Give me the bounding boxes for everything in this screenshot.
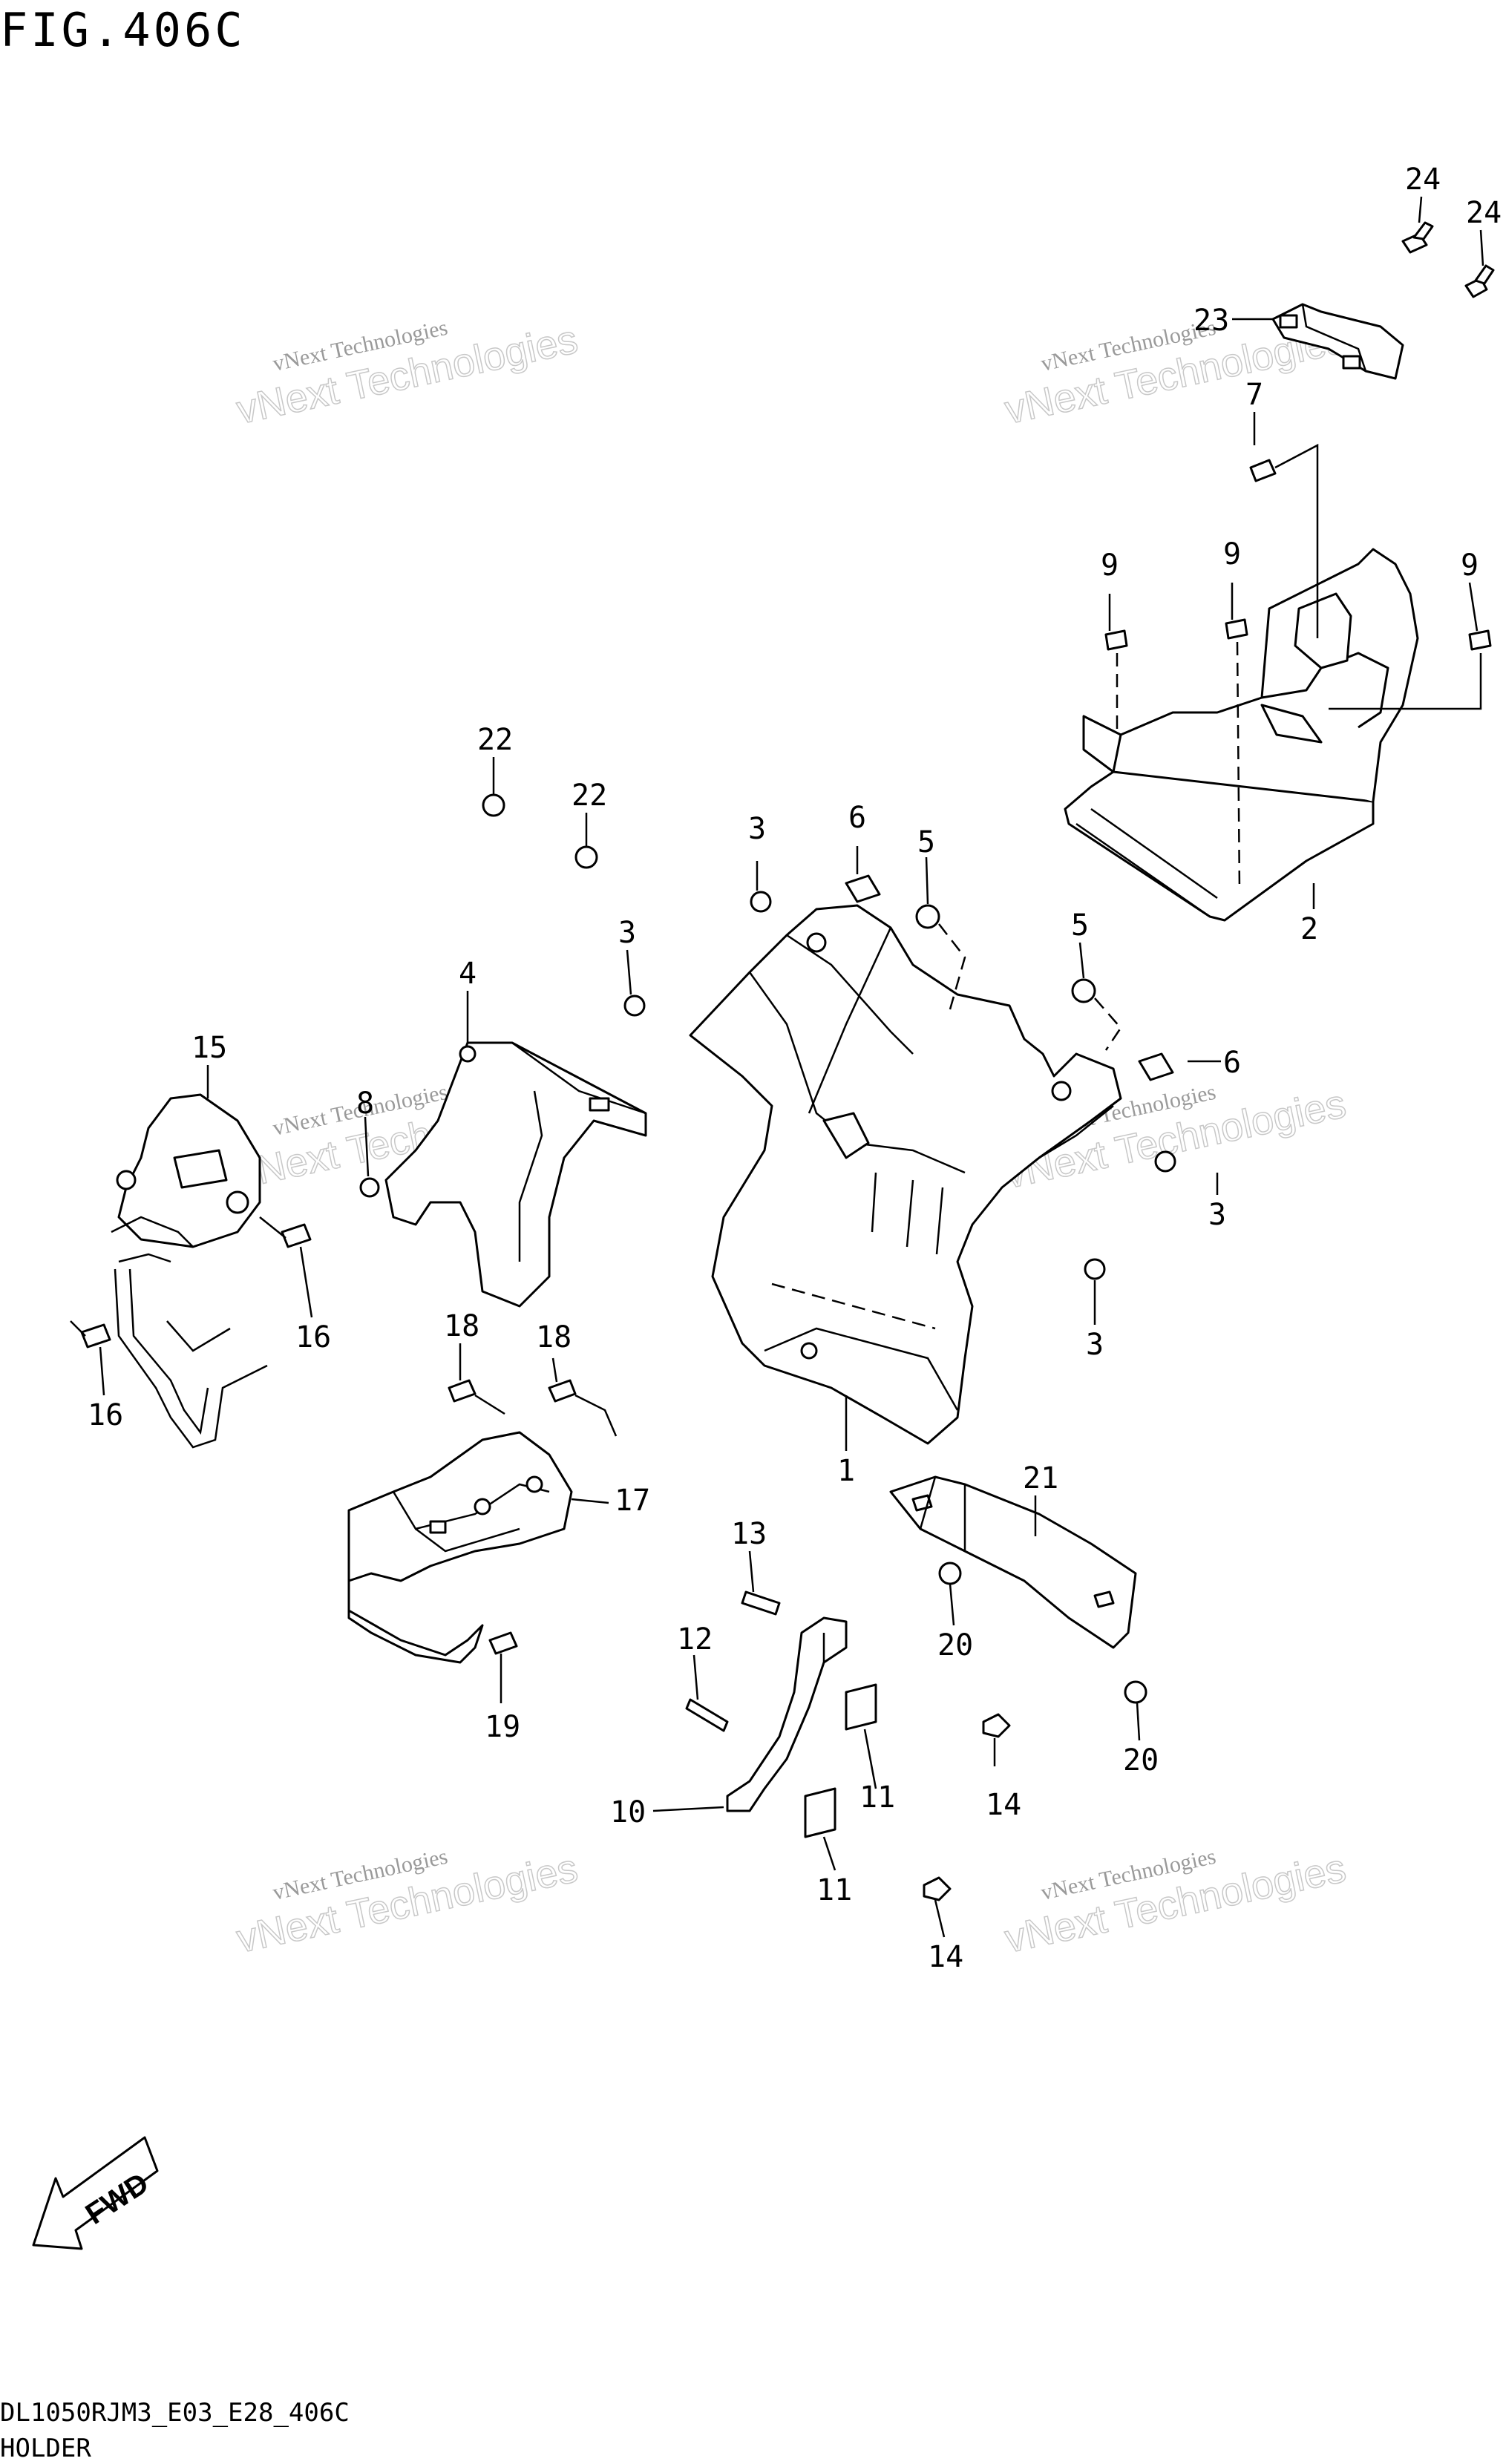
stud-12: [685, 1698, 729, 1732]
callout-12: 12: [677, 1622, 713, 1657]
bolt-24b: [1464, 264, 1495, 298]
callout-24: 24: [1466, 196, 1502, 230]
callout-17: 17: [615, 1484, 650, 1518]
bolt-16a: [259, 1216, 312, 1248]
nut-20a: [938, 1562, 962, 1585]
part-1-holder: [689, 904, 1122, 1445]
bolt-9b: [1225, 618, 1248, 891]
callout-3: 3: [618, 916, 636, 950]
callout-1: 1: [837, 1454, 855, 1488]
callout-11: 11: [816, 1873, 852, 1907]
callout-13: 13: [731, 1517, 767, 1551]
nut-22a: [482, 793, 505, 817]
callout-21: 21: [1023, 1461, 1058, 1495]
callout-5: 5: [917, 825, 935, 859]
bolt-3a: [750, 891, 772, 913]
callout-9: 9: [1461, 548, 1479, 583]
callout-22: 22: [477, 723, 513, 757]
bolt-19: [488, 1631, 518, 1655]
callout-24: 24: [1405, 163, 1441, 197]
nut-20b: [1124, 1680, 1147, 1704]
part-15-sensor-bracket: [111, 1093, 268, 1449]
callout-20: 20: [1123, 1743, 1159, 1777]
callout-4: 4: [459, 957, 477, 991]
callout-10: 10: [610, 1795, 646, 1829]
callout-6: 6: [848, 801, 866, 835]
nut-6a: [845, 874, 881, 903]
rivet-5b: [1071, 978, 1122, 1051]
bolt-3d: [1084, 1258, 1106, 1280]
bolt-3c: [1154, 1150, 1176, 1173]
callout-8: 8: [356, 1087, 374, 1121]
callout-18: 18: [536, 1320, 572, 1354]
bolt-9c: [1329, 629, 1492, 710]
part-17-bracket: [347, 1431, 573, 1664]
nut-6b: [1138, 1052, 1174, 1081]
part-21-plate: [889, 1475, 1137, 1649]
part-2-holder: [1064, 548, 1419, 922]
nut-14b: [923, 1876, 952, 1901]
section-name: HOLDER: [0, 2434, 91, 2463]
callout-22: 22: [572, 779, 607, 813]
callout-14: 14: [986, 1788, 1021, 1822]
callout-23: 23: [1193, 304, 1229, 338]
part-10-clamp: [726, 1616, 877, 1838]
callout-11: 11: [859, 1780, 895, 1815]
callout-3: 3: [1208, 1198, 1226, 1232]
rivet-5a: [915, 904, 966, 1010]
bolt-8: [359, 1177, 380, 1198]
callout-18: 18: [444, 1309, 479, 1343]
callout-16: 16: [88, 1398, 123, 1432]
nut-14a: [982, 1713, 1011, 1738]
bolt-16b: [70, 1320, 111, 1349]
callout-7: 7: [1245, 378, 1263, 412]
callout-16: 16: [295, 1320, 331, 1354]
callout-labels: 2 1 3 3 3 3 4 5 5 6 6 7 8 9 9 9 10 11 11…: [88, 163, 1502, 1974]
callout-3: 3: [748, 812, 766, 846]
bolt-18b: [548, 1379, 618, 1437]
bolt-9a: [1104, 629, 1128, 735]
bolt-3b: [623, 995, 646, 1017]
callout-3: 3: [1086, 1328, 1104, 1362]
callout-20: 20: [937, 1628, 973, 1662]
bolt-7: [1249, 443, 1319, 638]
model-code: DL1050RJM3_E03_E28_406C: [0, 2398, 350, 2428]
callout-9: 9: [1223, 537, 1241, 571]
bolt-18a: [448, 1379, 505, 1415]
leader-lines: [99, 196, 1484, 1938]
callout-9: 9: [1101, 548, 1119, 583]
callout-2: 2: [1300, 912, 1318, 946]
nut-22b: [574, 845, 598, 869]
callout-19: 19: [485, 1710, 520, 1744]
callout-14: 14: [928, 1940, 963, 1974]
bolt-24a: [1401, 221, 1434, 254]
fwd-arrow-icon: FWD: [32, 2136, 159, 2250]
callout-5: 5: [1071, 908, 1089, 943]
stud-13: [741, 1590, 781, 1616]
part-4-bracket: [384, 1041, 647, 1308]
part-23-bracket: [1271, 303, 1404, 380]
callout-15: 15: [191, 1031, 227, 1065]
figure-title: FIG.406C: [0, 3, 246, 57]
callout-6: 6: [1223, 1046, 1241, 1080]
